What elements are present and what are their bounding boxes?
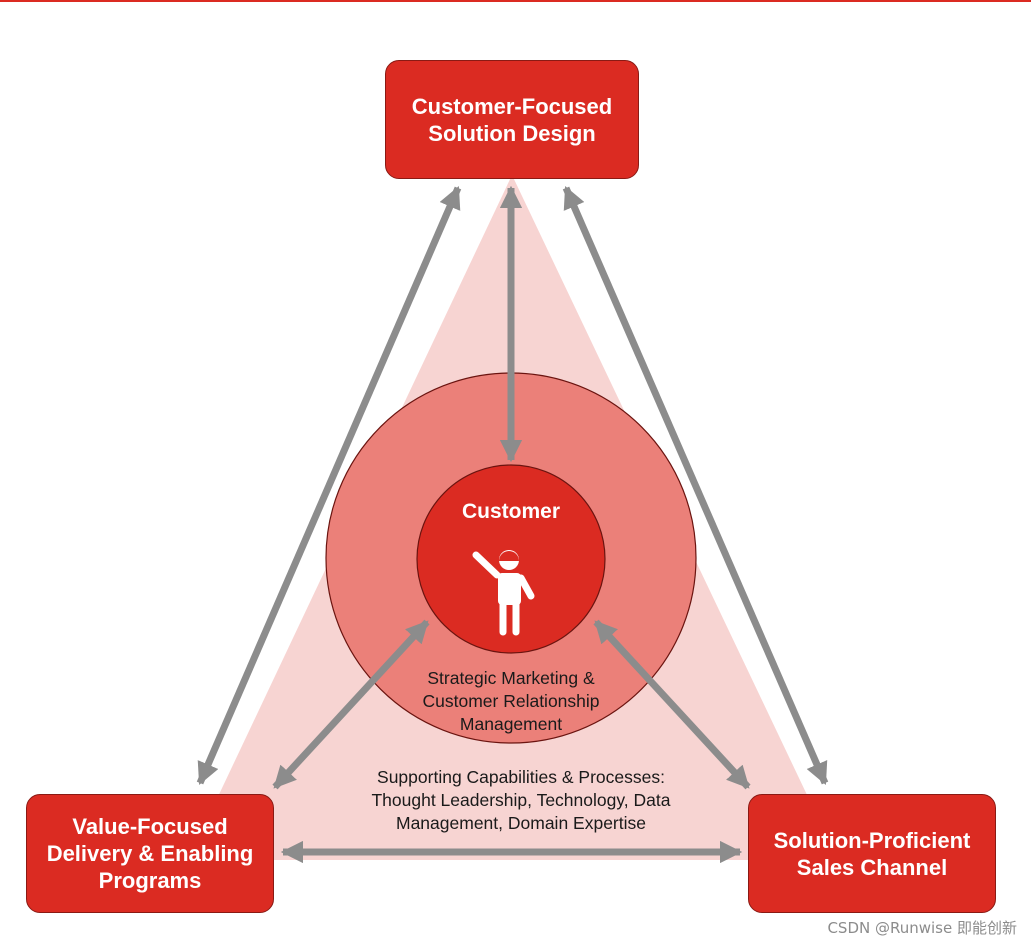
watermark: CSDN @Runwise 即能创新	[827, 919, 1017, 937]
strategic-marketing-caption: Strategic Marketing & Customer Relations…	[422, 668, 600, 734]
arrow-customer-to-right	[593, 619, 751, 790]
arrow-top-to-left	[196, 185, 462, 786]
solution-proficient-sales-channel-box: Solution-Proficient Sales Channel	[748, 794, 996, 913]
arrow-top-to-right	[562, 185, 829, 786]
customer-label: Customer	[461, 500, 561, 523]
supporting-capabilities-caption: Supporting Capabilities & Processes: Tho…	[371, 767, 671, 833]
person-waving-icon	[472, 550, 535, 636]
value-focused-delivery-box: Value-Focused Delivery & Enabling Progra…	[26, 794, 274, 913]
top-rule	[0, 0, 1031, 2]
customer-focused-solution-design-box: Customer-Focused Solution Design	[385, 60, 639, 179]
arrow-customer-to-left	[272, 619, 430, 790]
